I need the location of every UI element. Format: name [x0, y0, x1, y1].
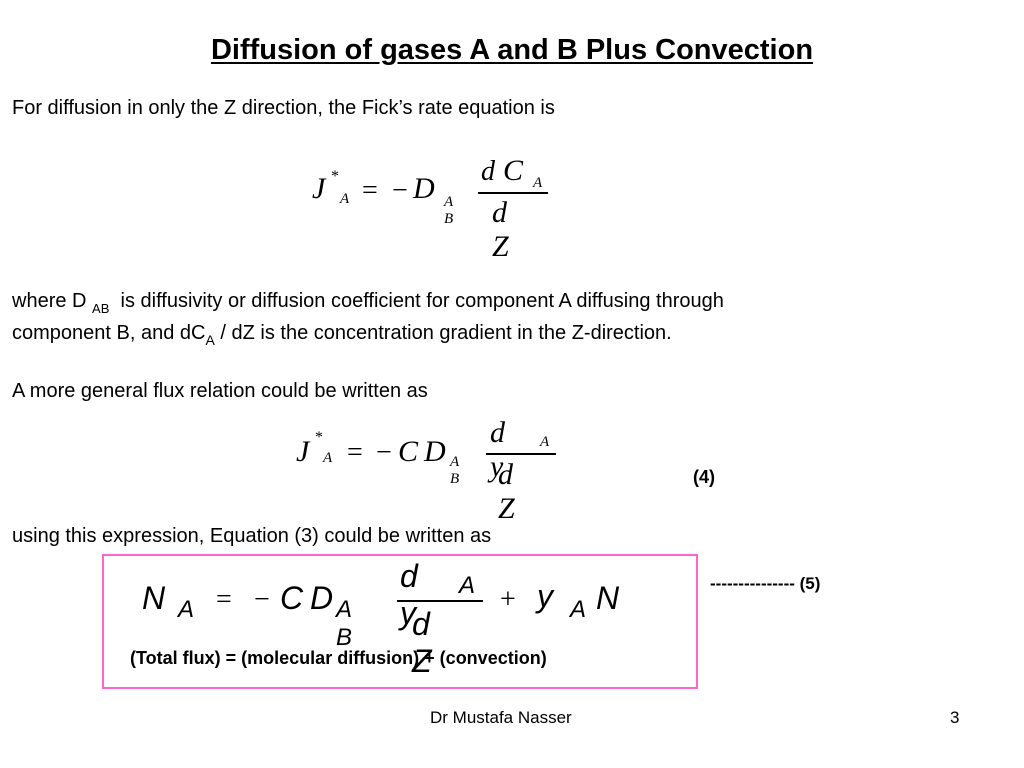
- eq1-star: *: [331, 168, 339, 185]
- eq5-label: --------------- (5): [710, 574, 821, 593]
- where-line-2: component B, and dCA / dZ is the concent…: [12, 318, 1012, 349]
- eq3-denominator: d Z: [412, 606, 432, 679]
- eq3-N2: N: [596, 580, 620, 616]
- where-suffix: is diffusivity or diffusion coefficient …: [120, 290, 724, 312]
- eq1-sub-ab: A B: [444, 194, 454, 227]
- eq3-plus: +: [500, 584, 516, 615]
- eq2-sub-ab: A B: [450, 454, 460, 487]
- eq4-label: (4): [693, 467, 715, 487]
- using-text: using this expression, Equation (3) coul…: [12, 525, 492, 547]
- eq2-equals: =: [347, 437, 363, 468]
- eq3-numerator: d y: [400, 558, 418, 631]
- where2-prefix: component B, and dC: [12, 322, 206, 344]
- eq1-equals: =: [362, 175, 378, 206]
- eq2-J: J: [296, 435, 310, 468]
- eq3-sub-a: A: [178, 596, 195, 623]
- eq2-num-sub: A: [540, 434, 550, 450]
- where2-sub-a: A: [205, 332, 215, 348]
- eq3-y: y: [537, 578, 553, 614]
- eq3-C: C: [280, 580, 304, 616]
- where-sub-ab: AB: [92, 301, 110, 316]
- eq2-fraction-bar: [486, 453, 556, 455]
- eq2-D: D: [424, 435, 446, 468]
- where-prefix: where D: [12, 290, 87, 312]
- eq2-numerator: d y: [490, 416, 505, 483]
- eq2-minus: −: [376, 437, 392, 468]
- eq3-sub-ab: A B: [336, 596, 353, 651]
- eq3-y-sub: A: [570, 596, 587, 623]
- eq3-equals: =: [216, 584, 232, 615]
- eq2-C: C: [398, 435, 419, 468]
- eq3-num-sub: A: [459, 572, 476, 599]
- eq1-D: D: [413, 172, 435, 205]
- eq2-star: *: [315, 429, 323, 446]
- general-flux-text: A more general flux relation could be wr…: [12, 380, 428, 402]
- eq3-N: N: [142, 580, 166, 616]
- page-number: 3: [950, 708, 960, 727]
- eq3-D: D: [310, 580, 334, 616]
- eq1-minus: −: [392, 175, 408, 206]
- eq3-fraction-bar: [397, 600, 483, 602]
- where-line-1: where D AB is diffusivity or diffusion c…: [12, 286, 1012, 318]
- eq1-num-sub: A: [533, 175, 543, 191]
- eq1-num-c: C: [503, 154, 524, 187]
- slide-title: Diffusion of gases A and B Plus Convecti…: [210, 34, 814, 66]
- eq2-sub-a: A: [323, 450, 333, 466]
- equation-box: [102, 554, 698, 689]
- where2-suffix: / dZ is the concentration gradient in th…: [220, 322, 672, 344]
- eq1-num-d: d: [481, 156, 495, 187]
- eq1-J: J: [312, 172, 326, 205]
- where-paragraph: where D AB is diffusivity or diffusion c…: [12, 286, 1012, 349]
- footer-author: Dr Mustafa Nasser: [430, 708, 572, 727]
- eq2-denominator: d Z: [498, 458, 515, 525]
- eq1-sub-a: A: [340, 191, 350, 207]
- eq1-denominator: d Z: [492, 196, 509, 263]
- intro-text: For diffusion in only the Z direction, t…: [12, 97, 555, 119]
- flux-caption: (Total flux) = (molecular diffusion) + (…: [130, 648, 547, 668]
- eq1-fraction-bar: [478, 192, 548, 194]
- eq3-minus: −: [254, 584, 270, 615]
